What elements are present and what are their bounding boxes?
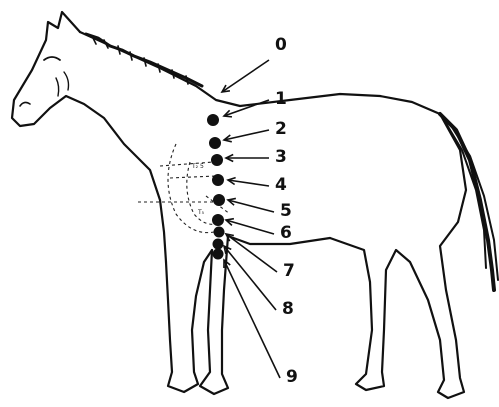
horse-back-outline	[80, 32, 440, 114]
region-annotation-1: T₂ 5	[191, 163, 204, 170]
point-label-1: 1	[275, 89, 287, 109]
point-label-3: 3	[275, 147, 287, 167]
point-marker-8	[213, 239, 224, 250]
point-marker-4	[212, 174, 224, 186]
leader-line-0	[222, 60, 269, 92]
horse-nostril	[20, 102, 30, 106]
point-marker-7	[214, 227, 225, 238]
point-label-8: 8	[282, 299, 294, 319]
leader-line-7	[226, 234, 277, 272]
leader-line-5	[228, 200, 274, 212]
region-annotation-2: T₅	[197, 209, 205, 216]
point-marker-3	[211, 154, 223, 166]
point-marker-9	[213, 249, 224, 260]
point-label-0: 0	[275, 35, 287, 55]
point-marker-1	[207, 114, 219, 126]
leader-line-1	[224, 100, 269, 116]
point-label-6: 6	[280, 223, 292, 243]
horse-rump-outline	[330, 114, 466, 398]
horse-eye	[44, 57, 60, 60]
leader-line-2	[224, 130, 269, 140]
leader-line-6	[226, 220, 274, 234]
point-label-9: 9	[286, 367, 298, 387]
point-label-7: 7	[283, 261, 295, 281]
horse-belly-outline	[228, 236, 330, 244]
horse-foreleg-outline	[166, 250, 212, 392]
leader-line-9	[224, 260, 280, 378]
point-label-2: 2	[275, 119, 287, 139]
point-marker-2	[209, 137, 221, 149]
point-label-4: 4	[275, 175, 287, 195]
horse-head-outline	[12, 12, 166, 262]
point-marker-6	[212, 214, 224, 226]
point-label-5: 5	[280, 201, 292, 221]
point-marker-5	[213, 194, 225, 206]
